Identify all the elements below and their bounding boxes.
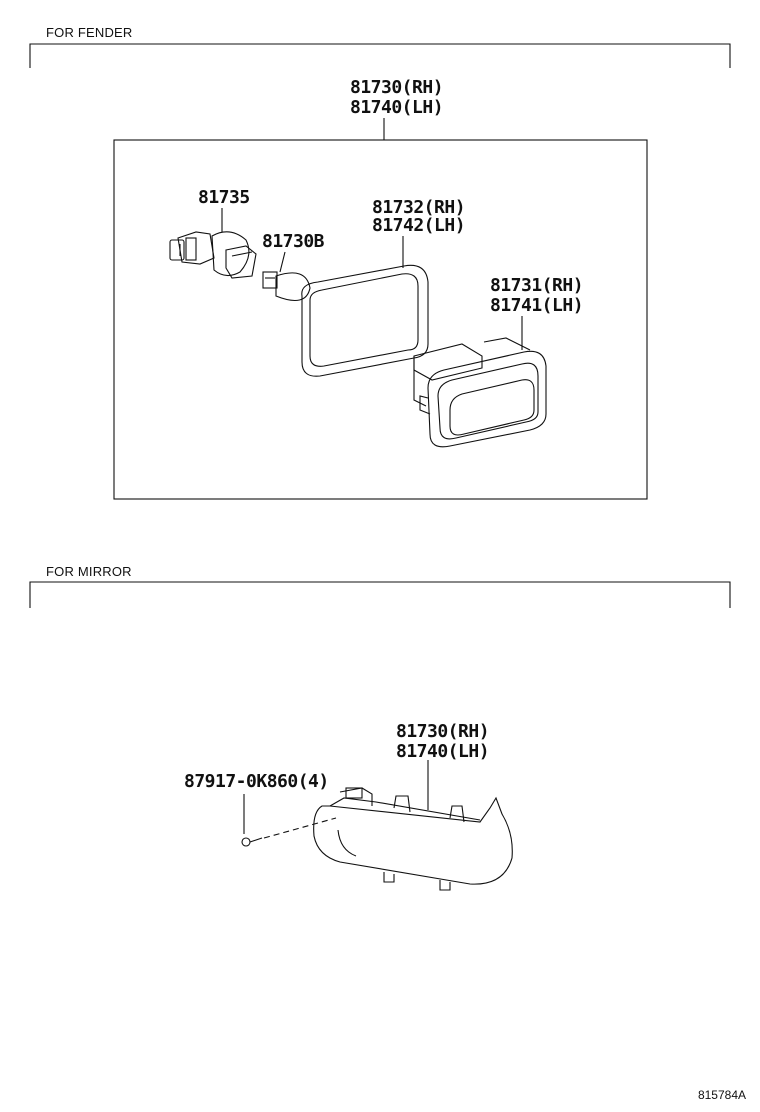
mirror-assembly-lh-label: 81740(LH) <box>396 741 490 762</box>
lens-rh-label: 81731(RH) <box>490 275 584 296</box>
fender-assembly-frame <box>113 139 648 500</box>
socket-label: 81735 <box>198 187 250 208</box>
lens-drawing <box>413 316 547 448</box>
bulb-drawing <box>262 251 311 302</box>
lens-lh-label: 81741(LH) <box>490 295 584 316</box>
fender-section-title: FOR FENDER <box>46 25 133 40</box>
mirror-section-title: FOR MIRROR <box>46 564 132 579</box>
mirror-lamp-drawing <box>313 760 513 891</box>
gasket-rh-label: 81732(RH) <box>372 197 466 218</box>
mirror-assembly-rh-label: 81730(RH) <box>396 721 490 742</box>
mirror-section-bracket <box>29 581 731 608</box>
bulb-label: 81730B <box>262 231 325 252</box>
fender-section-bracket <box>29 43 731 68</box>
socket-drawing <box>169 208 257 279</box>
fender-assembly-lh-label: 81740(LH) <box>350 97 444 118</box>
screw-drawing <box>241 794 337 847</box>
drawing-code: 815784A <box>697 1088 746 1102</box>
screw-label: 87917-0K860(4) <box>184 771 329 792</box>
gasket-lh-label: 81742(LH) <box>372 215 466 236</box>
gasket-drawing <box>301 236 429 377</box>
fender-assembly-rh-label: 81730(RH) <box>350 77 444 98</box>
